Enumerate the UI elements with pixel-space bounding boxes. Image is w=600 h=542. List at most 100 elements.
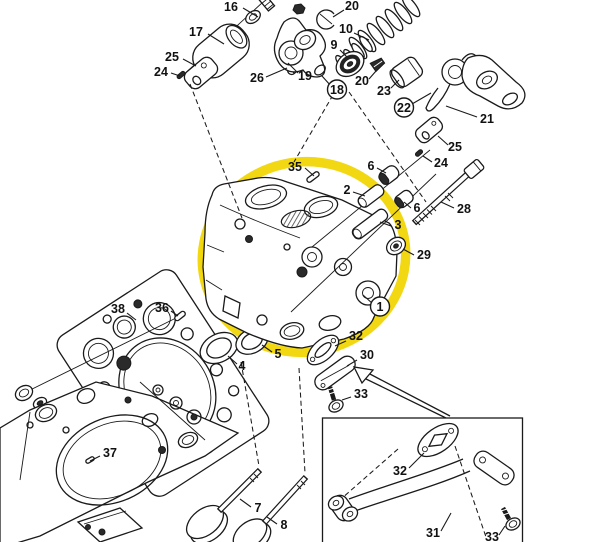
part-number-text: 32 [349,329,363,343]
part-number-text: 9 [331,38,338,52]
leader-line [422,155,433,163]
rocker-arm-19 [273,17,327,78]
engine-block [0,381,240,542]
part-number-text: 25 [448,140,462,154]
part-number-text: 33 [354,387,368,401]
part-label-32: 32 [393,452,425,478]
part-label-3: 3 [379,218,402,232]
part-label-2: 2 [344,183,366,197]
part-number-text: 32 [393,464,407,478]
plate-30 [314,355,356,391]
leader-line [266,516,278,525]
leader-line [403,201,412,209]
leader-line [440,201,455,209]
part-label-5: 5 [261,344,282,361]
leader-line [304,167,315,177]
part-label-29: 29 [402,248,431,262]
part-label-6: 6 [368,159,387,174]
washer-29 [385,236,407,256]
leader-line [126,312,137,321]
tappet-6a [378,165,400,185]
part-label-22: 22 [393,92,432,118]
part-label-10: 10 [339,22,370,41]
part-number-text: 17 [189,25,203,39]
part-number-text: 23 [377,84,391,98]
part-number-text: 1 [377,300,384,314]
leader-line [182,58,197,67]
part-label-24: 24 [422,155,448,170]
part-label-35: 35 [288,160,315,177]
part-label-19: 19 [287,62,312,83]
part-number-text: 19 [298,69,312,83]
part-number-text: 33 [485,530,499,542]
part-label-20: 20 [355,70,377,88]
pushrod-parts [306,165,414,256]
part-number-text: 3 [395,218,402,232]
rocker-cluster-right [414,53,526,157]
leader-line [390,79,400,89]
part-number-text: 35 [288,160,302,174]
part-number-text: 2 [344,183,351,197]
part-number-text: 38 [111,302,125,316]
part-label-26: 26 [250,67,288,85]
leader-line [408,452,425,469]
leader-line [207,33,225,45]
assembly-dash-lines [189,83,427,219]
label-circle [326,79,348,100]
part-label-37: 37 [89,446,117,462]
part-number-text: 31 [426,526,440,540]
bolt-33-main [327,386,344,413]
dowel-axis-line [17,317,177,397]
bracket-21 [461,54,526,110]
part-label-6: 6 [403,201,421,215]
pin-24-left [176,70,186,80]
bore-dowel-37 [85,456,95,464]
spring-retainer-9 [335,50,365,78]
part-number-text: 29 [417,248,431,262]
part-number-text: 20 [355,74,369,88]
nut [292,3,306,15]
part-label-30: 30 [346,348,374,367]
valve-8 [232,474,309,542]
valves [185,361,309,542]
part-number-text: 7 [255,501,262,515]
leader-line [445,105,478,118]
part-label-38: 38 [111,302,137,321]
leader-line [227,355,238,365]
detail-arrow [352,366,451,420]
label-circle [393,97,415,118]
part-label-25: 25 [165,50,197,67]
leader-line [89,455,101,462]
plate-25-right [414,116,444,144]
part-label-1: 1 [362,294,391,317]
part-label-32: 32 [334,329,363,347]
leader-line [170,72,181,77]
part-number-text: 10 [339,22,353,36]
spring-10 [335,0,421,72]
part-label-23: 23 [377,79,400,98]
gasket-32-inset [417,422,459,458]
part-label-24: 24 [154,65,181,79]
leader-line [346,359,358,367]
manifold-parts [306,334,451,420]
collet-20 [369,57,386,73]
dowel-pin-36 [174,310,186,322]
leader-line [379,221,392,227]
part-number-text: 4 [239,359,246,373]
inset-box [321,417,524,542]
part-label-8: 8 [266,516,288,532]
part-label-20: 20 [332,0,359,18]
pin-24-right [414,149,424,157]
leader-line [332,9,345,18]
part-number-text: 24 [154,65,168,79]
label-circle [369,296,391,317]
part-label-16: 16 [224,0,259,18]
part-number-text: 5 [275,347,282,361]
leader-line [239,498,252,508]
part-label-33: 33 [485,525,506,542]
leader-line [376,167,387,174]
part-number-text: 6 [368,159,375,173]
tube-2 [357,184,385,208]
valve-7 [185,467,263,542]
